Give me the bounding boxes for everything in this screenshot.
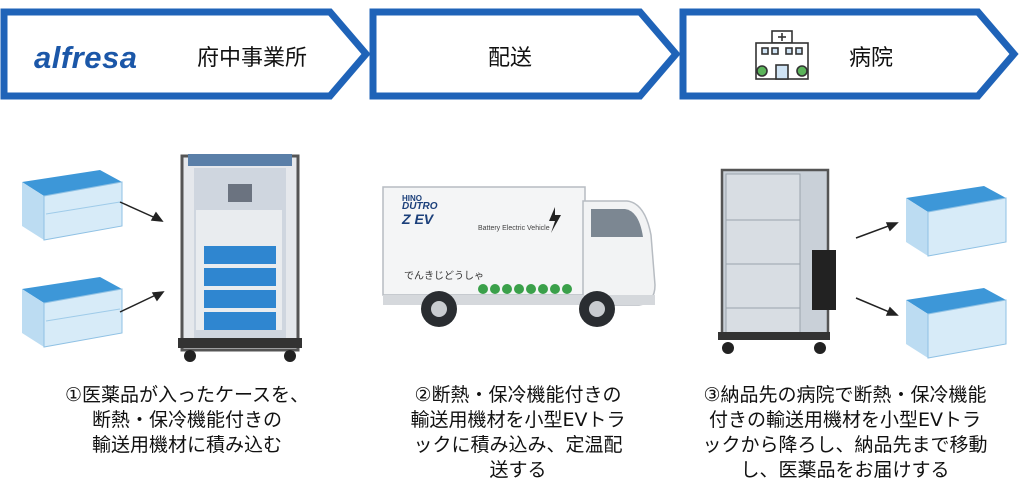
chevron-step-2 [369, 8, 681, 100]
caption-line: ②断熱・保冷機能付きの [414, 384, 622, 406]
lightning-icon [549, 207, 561, 233]
arrow-1b [119, 292, 161, 313]
truck-model: DUTRO [402, 201, 438, 212]
truck-make: HINO [402, 194, 422, 203]
caption-line: 送する [489, 459, 547, 481]
medicine-case-delivered-top [906, 186, 1007, 257]
step-3-label: 病院 [849, 46, 894, 71]
chevron-step-1 [0, 8, 371, 100]
alfresa-logo: alfresa [34, 40, 138, 75]
tree-decoration [478, 284, 572, 294]
caption-line: 輸送用機材に積み込む [91, 434, 282, 456]
truck-side-text: でんきじどうしゃ [404, 271, 484, 282]
arrow-3b [855, 297, 895, 315]
caption-line: ③納品先の病院で断熱・保冷機能 [703, 384, 987, 406]
caption-line: 輸送用機材を小型EVトラ [410, 409, 626, 431]
insulated-cart-open [178, 154, 302, 362]
truck-badge: Z EV [402, 211, 434, 227]
caption-step-1: ①医薬品が入ったケースを、 断熱・保冷機能付きの 輸送用機材に積み込む [22, 383, 352, 458]
truck-subtitle: Battery Electric Vehicle [478, 225, 550, 232]
caption-line: ックから降ろし、納品先まで移動 [702, 434, 988, 456]
step-1-label: 府中事業所 [197, 46, 308, 71]
medicine-case-bottom [22, 277, 123, 348]
caption-line: 断熱・保冷機能付きの [91, 409, 282, 431]
insulated-cart-closed [718, 168, 836, 354]
caption-step-2: ②断熱・保冷機能付きの 輸送用機材を小型EVトラ ックに積み込み、定温配 送する [368, 383, 668, 483]
medicine-case-delivered-bottom [906, 288, 1007, 359]
caption-line: 付きの輸送用機材を小型EVトラ [708, 409, 981, 431]
step-2-label: 配送 [488, 46, 533, 71]
caption-line: ックに積み込み、定温配 [413, 434, 623, 456]
caption-line: ①医薬品が入ったケースを、 [64, 384, 310, 406]
caption-line: し、医薬品をお届けする [740, 459, 950, 481]
caption-step-3: ③納品先の病院で断熱・保冷機能 付きの輸送用機材を小型EVトラ ックから降ろし、… [672, 383, 1018, 483]
medicine-case-top [22, 170, 123, 241]
